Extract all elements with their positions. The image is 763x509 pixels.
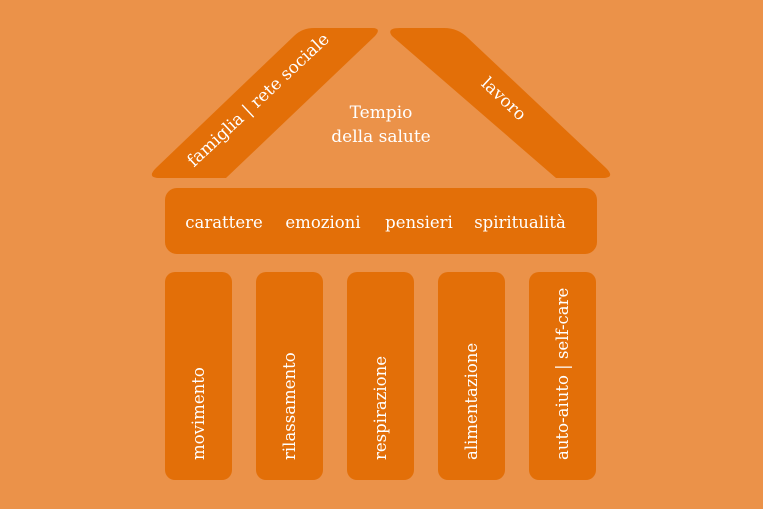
temple-title-line2: della salute	[331, 127, 431, 147]
pillar-rilassamento	[256, 272, 323, 480]
pillar-label-alimentazione: alimentazione	[462, 343, 481, 460]
beam-item-carattere: carattere	[185, 213, 262, 232]
pillar-movimento	[165, 272, 232, 480]
pillar-label-respirazione: respirazione	[371, 356, 390, 460]
beam-item-emozioni: emozioni	[285, 213, 360, 232]
pillar-label-auto-aiuto: auto-aiuto | self-care	[553, 288, 572, 460]
roof-left-label: famiglia | rete sociale	[184, 29, 334, 171]
roof-right-slab	[390, 28, 611, 178]
pillar-label-rilassamento: rilassamento	[280, 352, 299, 460]
roof-left-slab	[151, 28, 378, 178]
temple-title-line1: Tempio	[350, 103, 413, 123]
pillar-alimentazione	[438, 272, 505, 480]
beam-item-spiritualita: spiritualità	[474, 213, 566, 232]
beam	[165, 188, 597, 254]
pillar-auto-aiuto	[529, 272, 596, 480]
pillar-respirazione	[347, 272, 414, 480]
pillar-label-movimento: movimento	[189, 367, 208, 460]
beam-item-pensieri: pensieri	[385, 213, 453, 232]
